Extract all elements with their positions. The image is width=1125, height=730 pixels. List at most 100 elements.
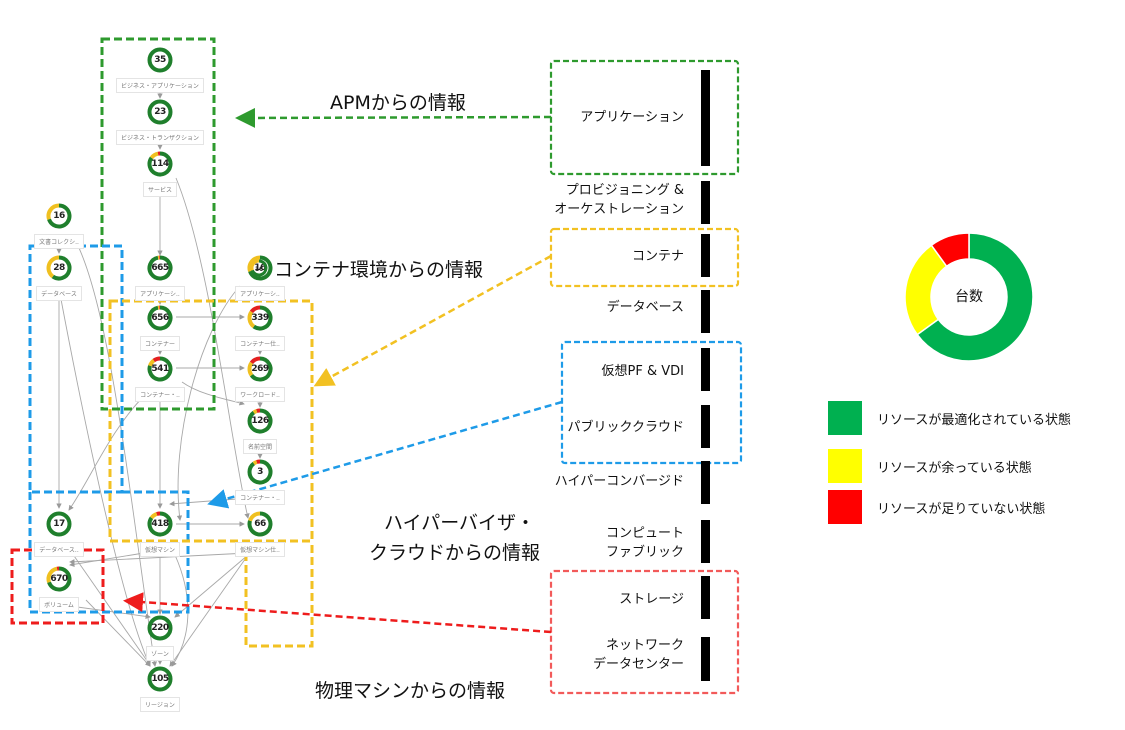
status-ring-icon: [147, 255, 173, 281]
node-count: 35: [154, 55, 166, 65]
topology-node[interactable]: 23 ビジネス・トランザクション: [105, 99, 215, 145]
node-label: サービス: [142, 182, 177, 197]
container-callout: コンテナ環境からの情報: [274, 259, 484, 281]
donut-title: 台数: [955, 289, 983, 305]
edge: [176, 285, 241, 521]
status-ring-icon: [247, 356, 273, 382]
status-ring-icon: [147, 305, 173, 331]
node-label: ゾーン: [146, 646, 174, 661]
legend-swatch-red: [828, 490, 862, 524]
edge: [171, 554, 189, 667]
node-label: データベース: [36, 286, 82, 301]
physical-frame: [10, 548, 105, 625]
layer-provisioning: プロビジョニング &オーケストレーション: [554, 183, 684, 217]
layer-bar: [701, 520, 710, 563]
status-ring-icon: [46, 511, 72, 537]
layer-bar: [701, 70, 710, 166]
node-count: 16: [254, 263, 266, 273]
apm-frame: [100, 37, 216, 411]
node-count: 418: [151, 519, 169, 529]
status-ring-icon: [147, 151, 173, 177]
node-label: ビジネス・アプリケーション: [116, 78, 204, 93]
legend-label: リソースが余っている状態: [877, 460, 1032, 476]
layer-bar: [701, 181, 710, 224]
layer-public-cloud: パブリッククラウド: [567, 420, 684, 435]
topology-node[interactable]: 16 文書コレクシ..: [4, 203, 114, 249]
layer-storage: ストレージ: [619, 592, 684, 607]
container-frame-ext: [244, 541, 314, 648]
edge: [68, 394, 146, 511]
status-ring-icon: [147, 511, 173, 537]
status-ring-icon: [147, 615, 173, 641]
status-ring-icon: [247, 511, 273, 537]
node-count: 105: [151, 674, 169, 684]
status-ring-icon: [46, 255, 72, 281]
topology-node[interactable]: 16 アプリケーシ..: [205, 255, 315, 301]
layer-database: データベース: [606, 300, 684, 315]
node-label: コンテナー・..: [135, 387, 185, 402]
layer-network-dc: ネットワークデータセンター: [592, 638, 684, 672]
container-arrow: [313, 254, 552, 387]
node-label: 文書コレクシ..: [34, 234, 84, 249]
edge: [59, 293, 151, 667]
status-ring-icon: [147, 99, 173, 125]
legend-swatch-yellow: [828, 449, 862, 483]
hypervisor-callout-line1: ハイパーバイザ・: [384, 512, 536, 534]
legend-label: リソースが足りていない状態: [877, 501, 1046, 517]
node-count: 665: [151, 263, 169, 273]
topology-node[interactable]: 35 ビジネス・アプリケーション: [105, 47, 215, 93]
topology-node[interactable]: 656 コンテナー: [105, 305, 215, 351]
edge: [69, 552, 249, 565]
topology-node[interactable]: 28 データベース: [4, 255, 114, 301]
container-layer-frame: [549, 227, 740, 288]
node-label: コンテナー: [139, 336, 180, 351]
layer-application: アプリケーション: [580, 110, 684, 125]
layer-compute-fabric: コンピュートファブリック: [605, 526, 684, 560]
status-ring-icon: [46, 566, 72, 592]
legend-item-surplus: リソースが余っている状態: [828, 449, 1032, 483]
layer-bar: [701, 461, 710, 504]
legend-item-shortage: リソースが足りていない状態: [828, 490, 1045, 524]
status-ring-icon: [247, 408, 273, 434]
legend-item-optimized: リソースが最適化されている状態: [828, 401, 1071, 435]
status-ring-icon: [147, 47, 173, 73]
status-ring-icon: [247, 255, 273, 281]
node-label: ビジネス・トランザクション: [115, 130, 204, 145]
layer-bar: [701, 290, 710, 333]
edge: [69, 551, 151, 567]
topology-node[interactable]: 66 仮想マシン仕..: [205, 511, 315, 557]
status-ring-icon: 16: [250, 259, 268, 277]
legend-label: リソースが最適化されている状態: [877, 412, 1071, 428]
donut-slice: [916, 232, 1034, 362]
hypervisor-callout-line2: クラウドからの情報: [369, 542, 541, 564]
status-ring-icon: [147, 356, 173, 382]
node-label: コンテナー仕..: [235, 336, 285, 351]
node-count: 28: [53, 263, 65, 273]
hypervisor-frame: [28, 244, 124, 494]
layer-bar: [701, 405, 710, 448]
node-label: アプリケーシ..: [235, 286, 285, 301]
node-label: 名前空間: [242, 439, 277, 454]
node-count: 16: [53, 211, 65, 221]
donut-slice: [930, 232, 970, 268]
node-count: 66: [254, 519, 266, 529]
hypervisor-arrow: [207, 400, 563, 509]
node-count: 656: [151, 313, 169, 323]
node-count: 220: [151, 623, 169, 633]
node-count: 23: [154, 107, 166, 117]
topology-node[interactable]: 220 ゾーン: [105, 615, 215, 661]
node-label: 仮想マシン仕..: [235, 542, 285, 557]
hypervisor-frame-ext: [28, 490, 190, 614]
